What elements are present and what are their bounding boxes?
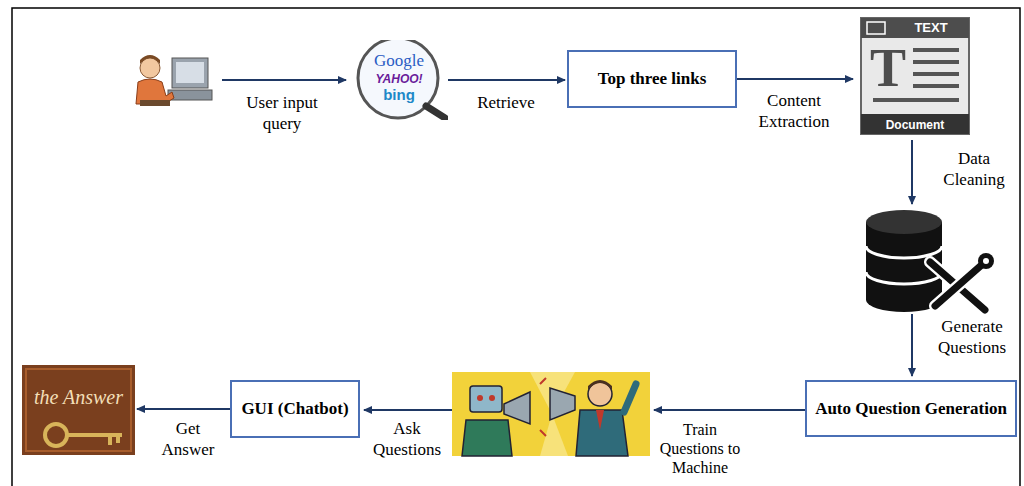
document-icon-node: TEXT T Document — [855, 14, 975, 136]
node-text: TEXT — [895, 20, 967, 36]
node-text: the Answer — [28, 385, 129, 409]
step-label: Generate Questions — [926, 316, 1018, 358]
robot-man-illustration — [452, 372, 650, 456]
step-label: Train Questions to Machine — [652, 420, 748, 477]
answer-picture: the Answer — [22, 365, 135, 455]
answer-key-picture — [22, 365, 135, 455]
node-text: Top three links — [598, 68, 707, 90]
node-text: YAHOO! — [350, 72, 448, 86]
step-label: Ask Questions — [366, 418, 448, 460]
box-content: Top three links — [598, 68, 707, 90]
process-box: Auto Question Generation — [805, 380, 1017, 437]
figure-frame — [12, 8, 1020, 486]
edge-label: Retrieve — [456, 92, 556, 113]
flow-arrow — [448, 79, 565, 81]
node-text: Auto Question Generation — [815, 398, 1007, 420]
user-icon — [136, 55, 212, 106]
flow-arrow — [137, 408, 230, 410]
process-box: GUI (Chatbot) — [230, 380, 360, 438]
edge-label: Get Answer — [148, 418, 228, 460]
process-box: Top three links — [567, 50, 737, 108]
database-icon — [866, 210, 994, 312]
flow-arrow — [364, 409, 452, 411]
box-content: Auto Question Generation — [815, 398, 1007, 420]
node-text: GUI (Chatbot) — [241, 398, 348, 420]
flow-arrow — [911, 140, 913, 204]
node-text: bing — [350, 87, 448, 103]
search-engine-logo: GoogleYAHOO!bing — [350, 40, 448, 120]
flow-arrow — [737, 78, 853, 80]
step-label: Data Cleaning — [934, 148, 1014, 190]
edge-label: Content Extraction — [740, 90, 848, 132]
box-content: GUI (Chatbot) — [241, 398, 348, 420]
node-text: Google — [350, 52, 448, 70]
flow-arrow — [654, 409, 805, 411]
flow-arrow — [222, 79, 346, 81]
node-text: T — [867, 40, 909, 96]
node-text: Document — [861, 118, 969, 132]
flow-arrow — [911, 314, 913, 376]
step-label: User input query — [236, 92, 328, 134]
